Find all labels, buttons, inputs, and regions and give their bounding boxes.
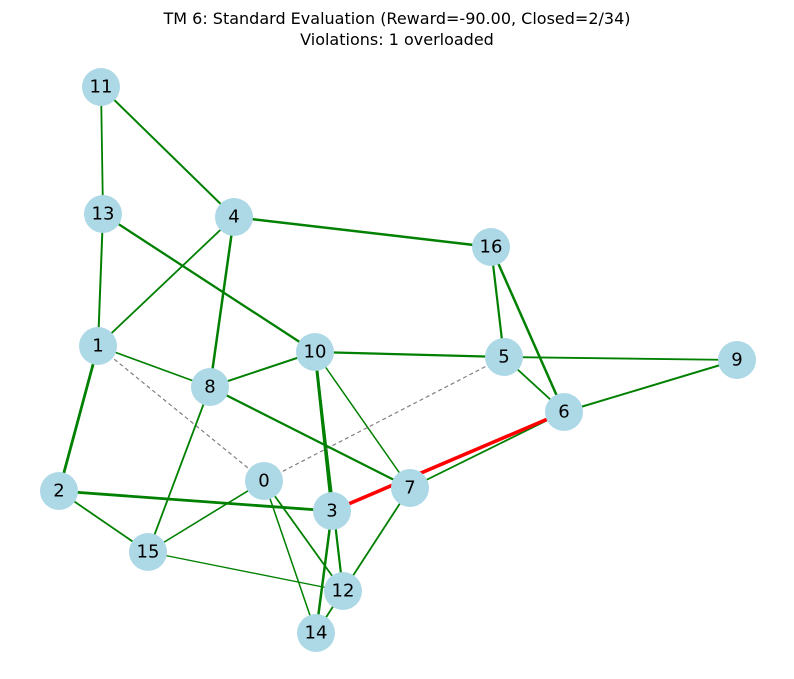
node-3: 3 [313, 492, 351, 530]
node-label-9: 9 [731, 350, 742, 371]
edge-6-3-overloaded [331, 410, 565, 513]
node-circle-0 [245, 462, 283, 500]
node-circle-11 [82, 68, 120, 106]
node-4: 4 [215, 198, 253, 236]
node-circle-7 [391, 469, 429, 507]
node-14: 14 [297, 614, 335, 652]
node-10: 10 [296, 333, 334, 371]
node-circle-1 [79, 327, 117, 365]
edge-7-12 [342, 487, 411, 592]
edge-10-7 [314, 351, 411, 489]
node-0: 0 [245, 462, 283, 500]
edge-9-6 [563, 359, 738, 413]
edge-4-8 [208, 216, 236, 388]
node-label-11: 11 [90, 77, 113, 98]
node-circle-6 [545, 393, 583, 431]
node-circle-16 [472, 228, 510, 266]
edge-0-15 [147, 480, 265, 553]
edge-5-9 [503, 356, 738, 361]
edge-4-1 [97, 216, 235, 347]
edge-15-12 [147, 551, 344, 592]
edge-8-7 [209, 386, 411, 489]
node-circle-5 [485, 338, 523, 376]
edge-1-8 [97, 345, 211, 388]
node-label-16: 16 [480, 237, 503, 258]
node-6: 6 [545, 393, 583, 431]
node-circle-2 [40, 472, 78, 510]
node-label-1: 1 [92, 336, 103, 357]
edge-1-0-closed [97, 345, 265, 482]
edge-11-4 [100, 86, 235, 218]
node-label-0: 0 [258, 471, 269, 492]
node-circle-14 [297, 614, 335, 652]
node-2: 2 [40, 472, 78, 510]
node-label-13: 13 [92, 204, 115, 225]
edge-8-15 [147, 386, 211, 553]
node-label-7: 7 [404, 478, 415, 499]
edge-10-5 [314, 350, 505, 359]
node-label-12: 12 [332, 581, 355, 602]
node-circle-15 [129, 533, 167, 571]
node-circle-4 [215, 198, 253, 236]
node-circle-13 [84, 195, 122, 233]
node-circle-12 [324, 572, 362, 610]
node-label-3: 3 [326, 501, 337, 522]
node-label-15: 15 [137, 542, 160, 563]
node-16: 16 [472, 228, 510, 266]
node-label-5: 5 [498, 347, 509, 368]
edge-3-14 [314, 510, 334, 634]
node-7: 7 [391, 469, 429, 507]
node-label-8: 8 [204, 377, 215, 398]
node-1: 1 [79, 327, 117, 365]
node-label-14: 14 [305, 623, 328, 644]
edge-13-10 [102, 213, 316, 353]
edge-0-12 [263, 480, 344, 592]
node-12: 12 [324, 572, 362, 610]
node-8: 8 [191, 368, 229, 406]
edge-13-1 [97, 213, 104, 347]
edge-4-16 [233, 215, 492, 249]
edge-5-0-closed [263, 356, 505, 482]
node-5: 5 [485, 338, 523, 376]
edge-0-14 [263, 480, 317, 634]
chart-title: TM 6: Standard Evaluation (Reward=-90.00… [163, 9, 631, 28]
chart-subtitle: Violations: 1 overloaded [300, 30, 494, 49]
edge-2-3 [58, 489, 333, 513]
edge-11-13 [100, 86, 104, 215]
node-label-10: 10 [304, 342, 327, 363]
node-circle-3 [313, 492, 351, 530]
node-label-6: 6 [558, 402, 569, 423]
node-9: 9 [718, 341, 756, 379]
node-15: 15 [129, 533, 167, 571]
node-circle-9 [718, 341, 756, 379]
node-13: 13 [84, 195, 122, 233]
node-circle-8 [191, 368, 229, 406]
edge-10-12 [313, 351, 345, 592]
node-circle-10 [296, 333, 334, 371]
node-label-2: 2 [53, 481, 64, 502]
node-11: 11 [82, 68, 120, 106]
edge-1-2 [57, 345, 100, 492]
node-label-4: 4 [228, 207, 239, 228]
edge-16-6 [489, 246, 566, 413]
